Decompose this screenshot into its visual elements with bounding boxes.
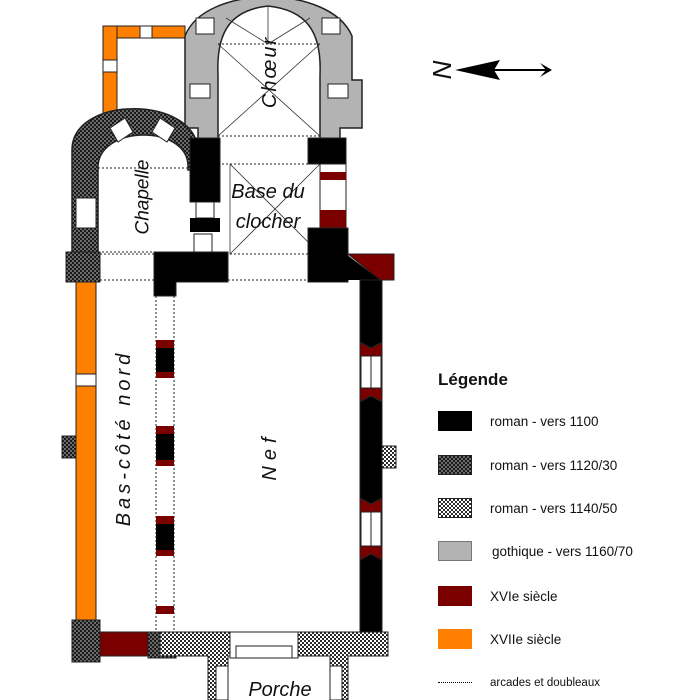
legend-swatch-orange: [438, 629, 472, 649]
legend-item-arcades: arcades et doubleaux: [438, 672, 600, 694]
legend-item-roman-1140: roman - vers 1140/50: [438, 497, 617, 519]
legend-swatch-black: [438, 411, 472, 431]
legend-item-roman-1120: roman - vers 1120/30: [438, 454, 617, 476]
legend-swatch-check: [438, 498, 472, 518]
legend-swatch-dense-check: [438, 455, 472, 475]
label-bas-cote-nord: Bas-côté nord: [113, 350, 135, 527]
legend-item-roman-1100: roman - vers 1100: [438, 410, 599, 432]
crossing-piers: [65, 227, 395, 297]
label-clocher: clocher: [236, 211, 302, 233]
legend-swatch-dotted-line: [438, 682, 472, 684]
label-base-du: Base du: [231, 181, 304, 203]
label-chapelle: Chapelle: [133, 160, 154, 235]
north-arrow: N: [427, 60, 552, 80]
label-nef: Nef: [259, 431, 281, 480]
legend-item-17th-century: XVIIe siècle: [438, 628, 561, 650]
west-facade-and-porch: [71, 619, 389, 700]
nave-north-arcade: [61, 296, 175, 632]
legend-swatch-dark-red: [438, 586, 472, 606]
bell-tower-walls: [189, 137, 347, 255]
legend-item-gothique: gothique - vers 1160/70: [438, 540, 633, 562]
label-porche: Porche: [248, 679, 311, 700]
label-choeur: Chœur: [259, 36, 281, 108]
legend-swatch-grey: [438, 541, 472, 561]
north-symbol: N: [427, 60, 457, 79]
nave-south-wall: [359, 279, 397, 633]
legend-title: Légende: [438, 370, 508, 389]
choir-walls: [184, 0, 363, 141]
legend-item-16th-century: XVIe siècle: [438, 585, 558, 607]
